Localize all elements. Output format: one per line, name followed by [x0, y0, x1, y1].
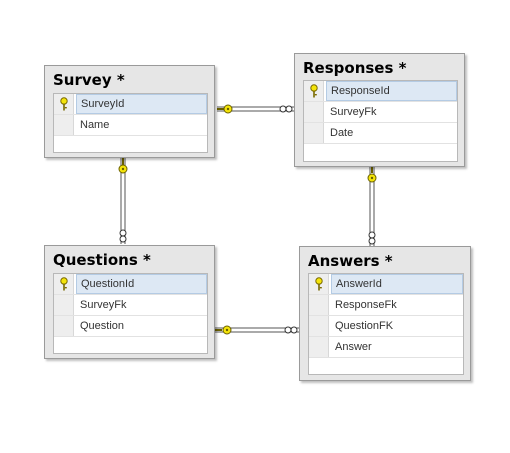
one-end-key-icon [215, 325, 232, 335]
key-icon [60, 277, 68, 291]
table-answers[interactable]: Answers * AnswerId ResponseFk QuestionFK… [299, 246, 471, 381]
column-name: SurveyId [76, 94, 207, 114]
row-selector[interactable] [304, 102, 324, 122]
one-end-key-icon [367, 166, 377, 183]
relationship-responses-answers[interactable] [367, 166, 377, 246]
column-row[interactable]: Date [304, 123, 457, 144]
column-row[interactable]: SurveyFk [304, 102, 457, 123]
key-icon [60, 97, 68, 111]
column-name: ResponseFk [335, 299, 397, 311]
column-name: SurveyFk [330, 106, 377, 118]
row-selector[interactable] [54, 295, 74, 315]
row-selector[interactable] [304, 81, 324, 101]
row-selector[interactable] [309, 274, 329, 294]
table-title: Responses * [303, 59, 407, 77]
row-selector[interactable] [54, 115, 74, 135]
table-survey[interactable]: Survey * SurveyId Name [44, 65, 215, 158]
column-row[interactable]: Name [54, 115, 207, 136]
column-row-primary-key[interactable]: ResponseId [304, 81, 457, 102]
column-row[interactable]: QuestionFK [309, 316, 463, 337]
many-end-infinity-icon [368, 231, 376, 245]
column-row[interactable]: Question [54, 316, 207, 337]
column-name: Question [80, 320, 125, 332]
row-selector[interactable] [309, 316, 329, 336]
table-responses[interactable]: Responses * ResponseId SurveyFk Date [294, 53, 465, 167]
row-selector[interactable] [309, 295, 329, 315]
column-name: Answer [335, 341, 372, 353]
relationship-survey-questions[interactable] [118, 158, 128, 244]
column-row[interactable]: SurveyFk [54, 295, 207, 316]
column-row-primary-key[interactable]: AnswerId [309, 274, 463, 295]
one-end-key-icon [118, 158, 128, 174]
column-grid: ResponseId SurveyFk Date [303, 80, 458, 162]
row-selector[interactable] [54, 94, 74, 114]
table-title: Survey * [53, 71, 125, 89]
empty-row[interactable] [309, 358, 463, 378]
relationship-questions-answers[interactable] [215, 325, 300, 335]
row-selector[interactable] [54, 274, 74, 294]
key-icon [315, 277, 323, 291]
column-row[interactable]: Answer [309, 337, 463, 358]
column-name: AnswerId [331, 274, 463, 294]
many-end-infinity-icon [279, 105, 293, 113]
row-selector[interactable] [54, 316, 74, 336]
one-end-key-icon [217, 104, 233, 114]
table-title: Answers * [308, 252, 393, 270]
key-icon [310, 84, 318, 98]
column-grid: AnswerId ResponseFk QuestionFK Answer [308, 273, 464, 375]
many-end-infinity-icon [119, 229, 127, 243]
empty-row[interactable] [304, 144, 457, 164]
column-name: SurveyFk [80, 299, 127, 311]
empty-row[interactable] [54, 337, 207, 357]
column-name: QuestionId [76, 274, 207, 294]
column-row[interactable]: ResponseFk [309, 295, 463, 316]
column-row-primary-key[interactable]: QuestionId [54, 274, 207, 295]
column-name: Name [80, 119, 110, 131]
empty-row[interactable] [54, 136, 207, 156]
column-name: Date [330, 127, 354, 139]
relationship-survey-responses[interactable] [217, 104, 294, 114]
table-questions[interactable]: Questions * QuestionId SurveyFk Question [44, 245, 215, 359]
row-selector[interactable] [309, 337, 329, 357]
column-name: QuestionFK [335, 320, 394, 332]
column-row-primary-key[interactable]: SurveyId [54, 94, 207, 115]
column-name: ResponseId [326, 81, 457, 101]
row-selector[interactable] [304, 123, 324, 143]
many-end-infinity-icon [284, 326, 298, 334]
column-grid: SurveyId Name [53, 93, 208, 153]
table-title: Questions * [53, 251, 151, 269]
column-grid: QuestionId SurveyFk Question [53, 273, 208, 354]
